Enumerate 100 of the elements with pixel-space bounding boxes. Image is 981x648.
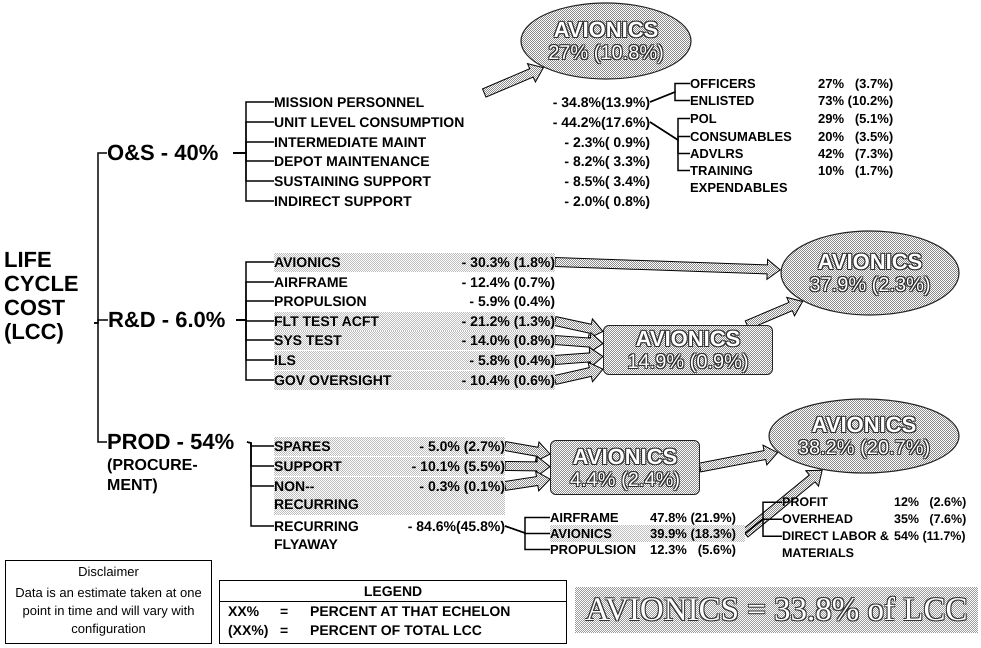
- percent-value: 27% (3.7%): [818, 75, 894, 92]
- item-label: GOV OVERSIGHT: [274, 371, 392, 389]
- tree-connector: [504, 525, 550, 550]
- percent-value: - 44.2%(17.6%): [552, 113, 650, 131]
- legend-equals: =: [280, 602, 290, 621]
- item-label: RECURRING FLYAWAY: [274, 517, 360, 553]
- percent-value: - 10.1% (5.5%): [412, 457, 505, 475]
- highlighted-row: [274, 477, 505, 515]
- item-label: AVIONICS: [550, 525, 613, 542]
- branch-label: R&D - 6.0%: [108, 306, 226, 334]
- item-label: AIRFRAME: [274, 273, 348, 291]
- percent-value: 35% (7.6%): [894, 511, 966, 528]
- item-label: AIRFRAME: [550, 509, 620, 526]
- block-arrow: [554, 256, 782, 280]
- block-arrow: [504, 440, 551, 462]
- percent-value: 54% (11.7%): [894, 528, 966, 544]
- tree-connector: [650, 121, 690, 172]
- percent-value: 10% (1.7%): [818, 162, 894, 179]
- item-label: FLT TEST ACFT: [274, 312, 379, 330]
- highlighted-row: [274, 331, 555, 350]
- percent-value: - 12.4% (0.7%): [462, 273, 555, 291]
- callout-value: 14.9% (0.9%): [627, 351, 749, 374]
- branch-label: O&S - 40%: [107, 139, 220, 167]
- highlighted-row: [274, 312, 555, 331]
- item-label: OFFICERS: [690, 75, 757, 92]
- legend-equals: =: [280, 621, 290, 640]
- percent-value: - 2.0%( 0.8%): [564, 192, 650, 210]
- item-label: ENLISTED: [690, 92, 756, 109]
- percent-value: 12% (2.6%): [894, 494, 966, 510]
- item-label: NON-- RECURRING: [274, 477, 360, 513]
- percent-value: 73% (10.2%): [818, 92, 894, 109]
- legend-title: LEGEND: [220, 581, 566, 602]
- highlighted-row: [274, 457, 505, 476]
- item-label: SUSTAINING SUPPORT: [274, 172, 431, 190]
- legend-key: XX%: [228, 602, 280, 621]
- item-label: AVIONICS: [274, 253, 341, 271]
- percent-value: - 14.0% (0.8%): [462, 331, 555, 349]
- highlighted-row: [550, 525, 745, 542]
- item-label: OVERHEAD: [782, 511, 854, 528]
- item-label: TRAINING EXPENDABLES: [690, 162, 789, 196]
- item-label: ADVLRS: [690, 145, 744, 162]
- tree-connector: [246, 441, 274, 527]
- block-arrow: [553, 361, 604, 385]
- percent-value: - 8.2%( 3.3%): [564, 152, 650, 170]
- callout-title: AVIONICS: [812, 412, 916, 437]
- item-label: CONSUMABLES: [690, 128, 793, 145]
- block-arrow: [504, 470, 551, 492]
- block-arrow: [482, 62, 544, 98]
- disclaimer-title: Disclaimer: [77, 563, 140, 581]
- percent-value: - 2.3%( 0.9%): [564, 133, 650, 151]
- percent-value: - 30.3% (1.8%): [462, 253, 555, 271]
- disclaimer-box: [5, 560, 212, 644]
- legend-key: (XX%): [228, 621, 280, 640]
- highlighted-row: [274, 437, 505, 456]
- branch-sublabel: (PROCURE- MENT): [107, 456, 199, 496]
- highlighted-row: [274, 253, 555, 272]
- percent-value: - 10.4% (0.6%): [462, 371, 555, 389]
- summary-banner: AVIONICS = 33.8% of LCC: [575, 587, 978, 633]
- block-arrow: [698, 444, 778, 472]
- item-label: DEPOT MAINTENANCE: [274, 152, 430, 170]
- percent-value: 39.9% (18.3%): [650, 525, 736, 542]
- percent-value: 42% (7.3%): [818, 145, 894, 162]
- percent-value: - 5.9% (0.4%): [469, 292, 555, 310]
- branch-label: PROD - 54%: [107, 428, 236, 456]
- item-label: POL: [690, 110, 718, 127]
- percent-value: 20% (3.5%): [818, 128, 894, 145]
- item-label: UNIT LEVEL CONSUMPTION: [274, 113, 464, 131]
- legend-box: [219, 580, 567, 644]
- item-label: SUPPORT: [274, 457, 342, 475]
- item-label: PROPULSION: [274, 292, 367, 310]
- legend-meaning: PERCENT OF TOTAL LCC: [310, 621, 483, 640]
- percent-value: - 0.3% (0.1%): [419, 477, 505, 495]
- item-label: INTERMEDIATE MAINT: [274, 133, 426, 151]
- highlighted-row: [274, 351, 555, 370]
- item-label: INDIRECT SUPPORT: [274, 192, 412, 210]
- percent-value: - 8.5%( 3.4%): [564, 172, 650, 190]
- item-label: PROPULSION: [550, 541, 637, 558]
- tree-root-label: LIFE CYCLE COST (LCC): [4, 248, 80, 344]
- item-label: SPARES: [274, 437, 331, 455]
- item-label: SYS TEST: [274, 331, 342, 349]
- tree-connector: [94, 322, 107, 443]
- block-arrow: [553, 316, 604, 340]
- rounded-box: [603, 325, 773, 375]
- tree-connector: [650, 90, 690, 103]
- percent-value: - 84.6%(45.8%): [408, 517, 505, 535]
- percent-value: 12.3% (5.6%): [650, 541, 736, 558]
- callout-title: AVIONICS: [572, 444, 678, 468]
- callout-title: AVIONICS: [818, 249, 922, 274]
- percent-value: - 34.8%(13.9%): [552, 93, 650, 111]
- highlighted-row: [274, 371, 555, 390]
- item-label: ILS: [274, 351, 296, 369]
- percent-value: - 5.0% (2.7%): [419, 437, 505, 455]
- percent-value: 29% (5.1%): [818, 110, 894, 127]
- percent-value: 47.8% (21.9%): [650, 509, 736, 526]
- item-label: DIRECT LABOR & MATERIALS: [782, 528, 890, 561]
- callout-title: AVIONICS: [554, 17, 658, 42]
- percent-value: - 5.8% (0.4%): [469, 351, 555, 369]
- callout-title: AVIONICS: [636, 326, 740, 351]
- item-label: MISSION PERSONNEL: [274, 93, 424, 111]
- disclaimer-text: Data is an estimate taken at one point in time and will vary with configuration: [14, 584, 203, 638]
